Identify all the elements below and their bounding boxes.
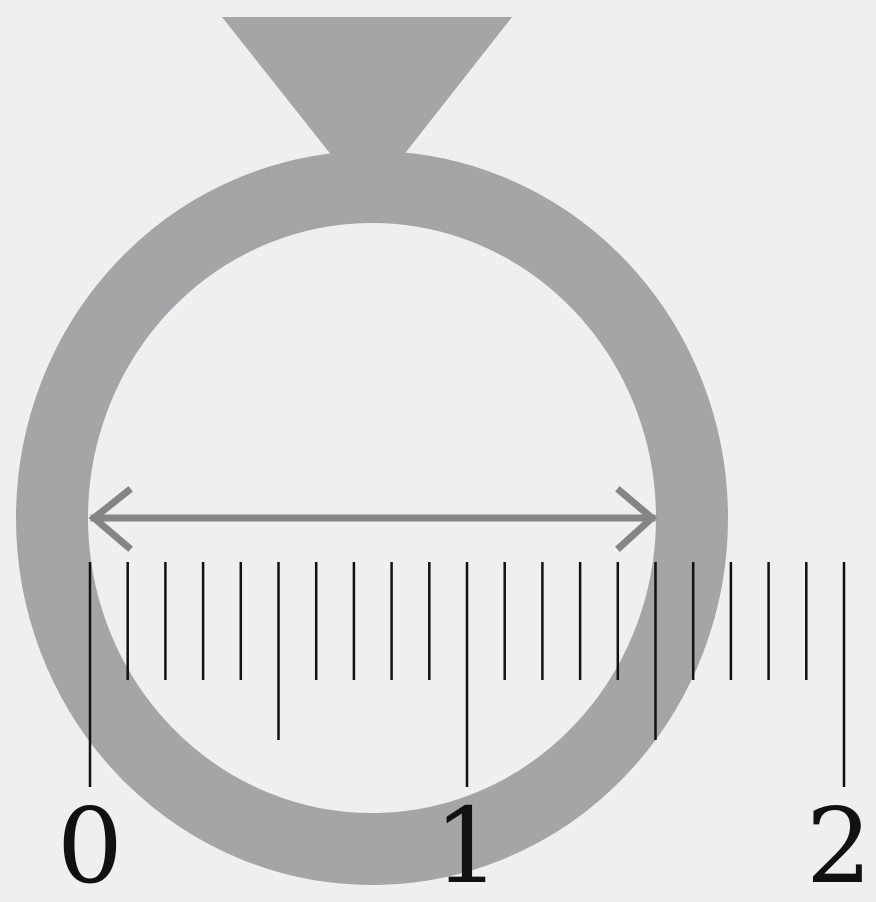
ruler-label: 1 (434, 785, 500, 902)
ruler-label: 2 (806, 785, 872, 902)
ruler-label: 0 (57, 785, 123, 902)
